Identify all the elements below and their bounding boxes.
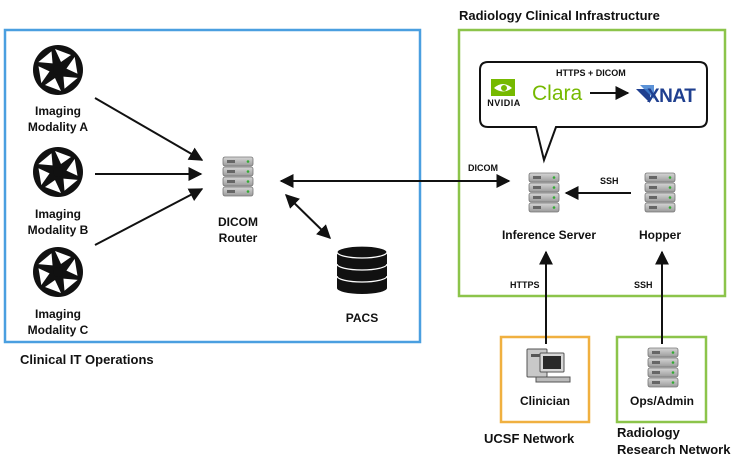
router-pacs-arrow (284, 194, 332, 239)
modality-c-line2: Modality C (27, 323, 89, 337)
imaging-modality-c-label: Imaging Modality C (18, 306, 98, 338)
research-network-title-line2: Research Network (617, 442, 731, 457)
modality-a-to-router-arrow (94, 97, 204, 161)
radiology-clinical-infrastructure-box (457, 28, 727, 298)
clinician-computer-icon (526, 348, 571, 383)
modality-b-line2: Modality B (27, 223, 89, 237)
ops-admin-server-icon (647, 347, 679, 388)
ucsf-network-title: UCSF Network (484, 431, 575, 446)
modality-c-to-router-arrow (94, 188, 204, 246)
clinician-label: Clinician (519, 394, 570, 408)
research-network-title-line1: Radiology (617, 425, 680, 440)
imaging-modality-c-icon (33, 247, 83, 297)
modality-c-line1: Imaging (34, 307, 81, 321)
ssh-top-edge-label: SSH (600, 176, 619, 186)
radiology-clinical-infrastructure-title: Radiology Clinical Infrastructure (459, 8, 660, 23)
dicom-router-line2: Router (218, 231, 258, 245)
pacs-database-icon (336, 245, 388, 294)
dicom-router-line1: DICOM (218, 215, 258, 229)
dicom-router-label: DICOM Router (208, 214, 268, 246)
modality-a-line1: Imaging (34, 104, 81, 118)
imaging-modality-b-icon (33, 147, 83, 197)
nvidia-wordmark: NVIDIA (487, 98, 521, 108)
dicom-router-server-icon (222, 156, 254, 197)
clara-wordmark: Clara (532, 82, 583, 105)
modality-a-line2: Modality A (27, 120, 89, 134)
ops-admin-label: Ops/Admin (629, 394, 694, 408)
imaging-modality-a-label: Imaging Modality A (18, 103, 98, 135)
dicom-edge-label: DICOM (468, 163, 498, 173)
modality-b-line1: Imaging (34, 207, 81, 221)
hopper-label: Hopper (639, 228, 681, 242)
pacs-label: PACS (345, 311, 379, 325)
https-edge-label: HTTPS (510, 280, 540, 290)
radiology-research-network-title: Radiology Research Network (617, 424, 730, 458)
inference-server-label: Inference Server (501, 228, 597, 242)
nvidia-eye-icon (491, 79, 515, 96)
hopper-server-icon (644, 172, 676, 213)
imaging-modality-a-icon (33, 45, 83, 95)
xnat-logo-icon (636, 85, 654, 103)
clinical-it-operations-title: Clinical IT Operations (20, 352, 154, 367)
imaging-modality-b-label: Imaging Modality B (18, 206, 98, 238)
ssh-bottom-edge-label: SSH (634, 280, 653, 290)
https-dicom-edge-label: HTTPS + DICOM (556, 68, 626, 78)
inference-server-icon (528, 172, 560, 213)
xnat-wordmark: XNAT (647, 86, 696, 107)
